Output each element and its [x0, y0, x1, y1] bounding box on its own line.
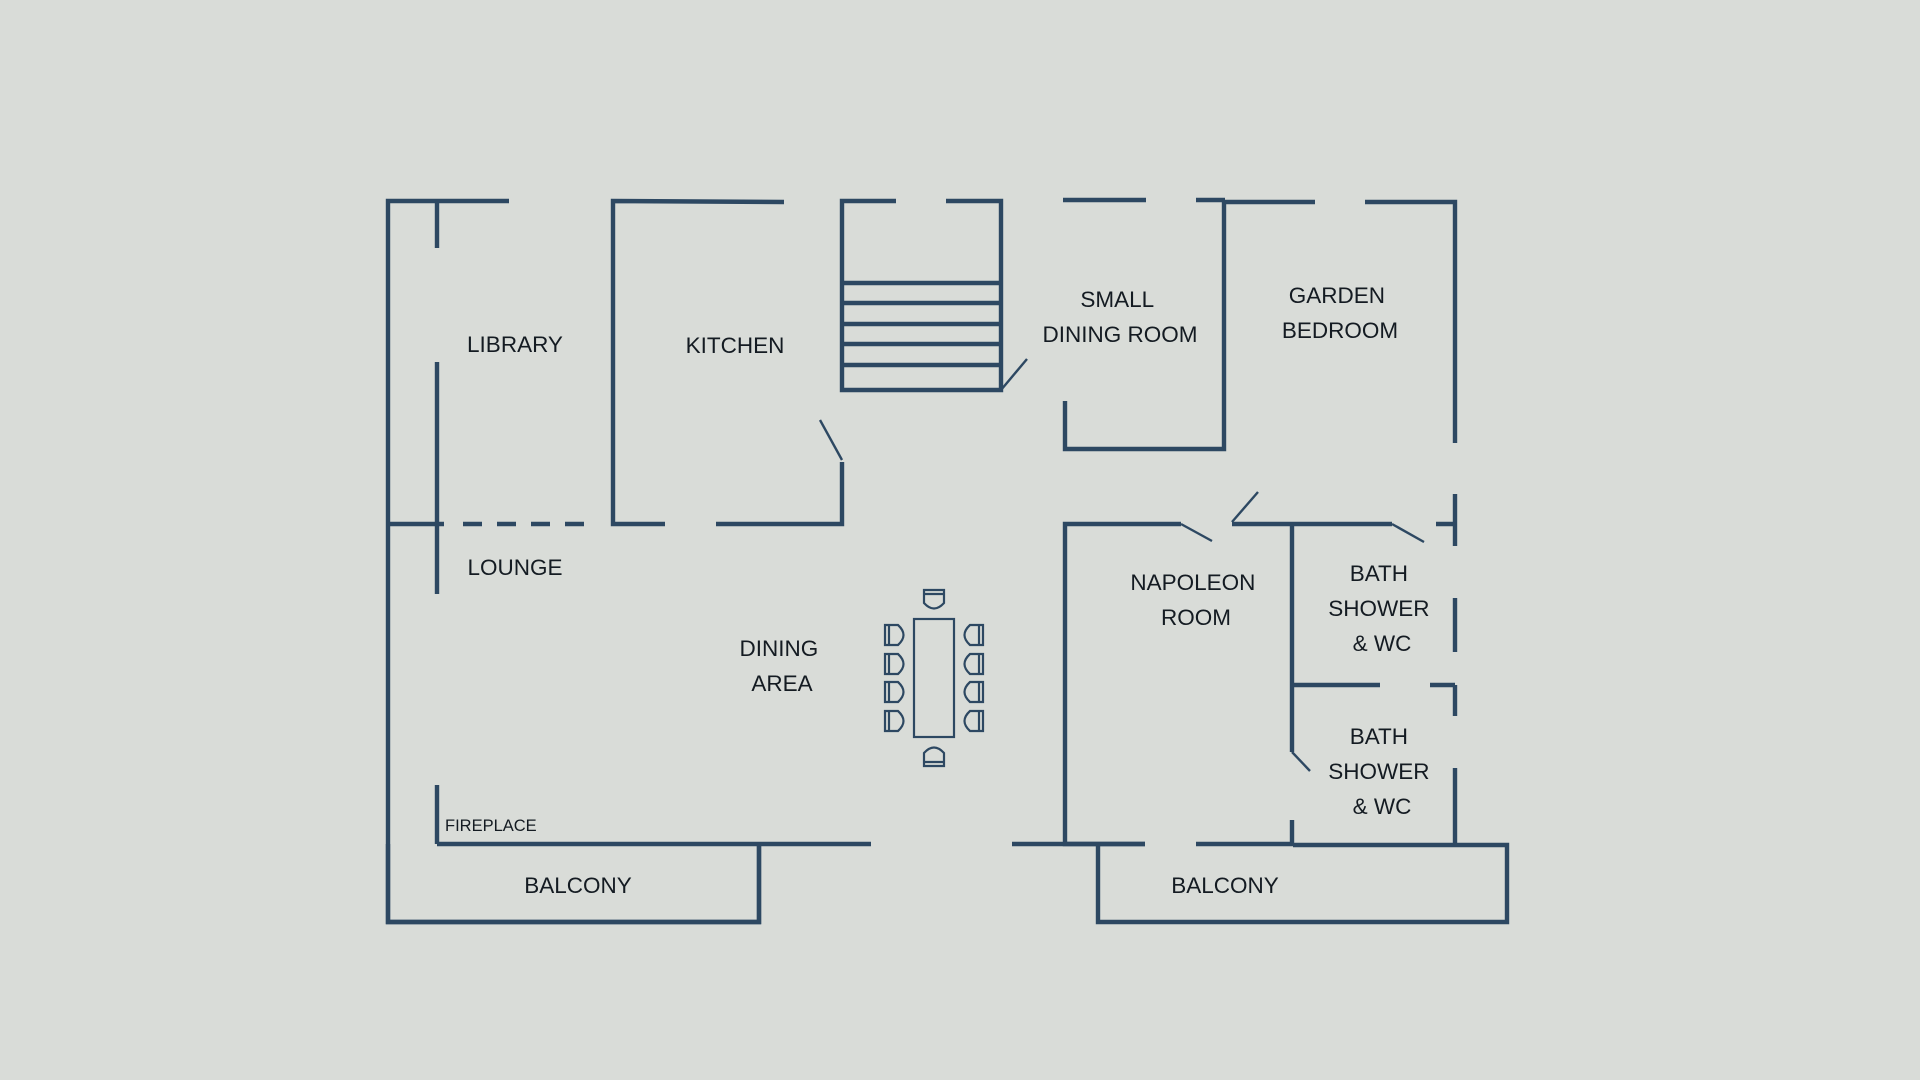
balcony-right-outline [1095, 842, 1510, 925]
chair [883, 652, 905, 676]
napoleon-wall [1062, 521, 1181, 847]
bath-door-lower [1291, 751, 1311, 772]
room-label-kitchen: KITCHEN [686, 333, 785, 358]
room-label-library: LIBRARY [467, 332, 563, 357]
room-label-bath-lower: BATH SHOWER & WC [1328, 724, 1436, 819]
kitchen-wall-right [716, 462, 845, 527]
room-label-dining-area: DINING AREA [739, 636, 824, 696]
chair [963, 709, 985, 733]
walls [385, 197, 1510, 925]
staircase [842, 280, 1001, 368]
room-label-bath-upper: BATH SHOWER & WC [1328, 561, 1436, 656]
room-label-balcony-right: BALCONY [1171, 873, 1279, 898]
kitchen-wall [610, 198, 785, 527]
stair-door [1000, 358, 1028, 391]
balcony-left-outline [385, 844, 762, 925]
stair-enclosure [839, 198, 1004, 393]
dining-table [912, 617, 956, 739]
bedroom-door [1231, 491, 1259, 523]
room-label-small-dining-room: SMALL DINING ROOM [1043, 287, 1198, 347]
fireplace-label: FIREPLACE [445, 817, 537, 835]
bath-door-upper [1391, 522, 1425, 544]
napoleon-door [1180, 522, 1213, 543]
chair [963, 623, 985, 647]
kitchen-door [818, 419, 844, 461]
room-label-balcony-left: BALCONY [524, 873, 632, 898]
chair [922, 746, 946, 768]
chair [883, 709, 905, 733]
small-dining-wall [1062, 202, 1227, 452]
room-label-garden-bedroom: GARDEN BEDROOM [1282, 283, 1398, 343]
chair [963, 680, 985, 704]
chair [963, 652, 985, 676]
chair [883, 623, 905, 647]
room-label-lounge: LOUNGE [467, 555, 562, 580]
room-label-napoleon-room: NAPOLEON ROOM [1130, 570, 1261, 630]
room-labels: LIBRARY KITCHEN SMALL DINING ROOM GARDEN… [445, 283, 1436, 898]
chair [883, 680, 905, 704]
garden-bedroom-east-wall [1365, 199, 1458, 443]
chair [922, 588, 946, 610]
dining-table-set [883, 588, 985, 768]
outer-wall-left [385, 198, 762, 925]
